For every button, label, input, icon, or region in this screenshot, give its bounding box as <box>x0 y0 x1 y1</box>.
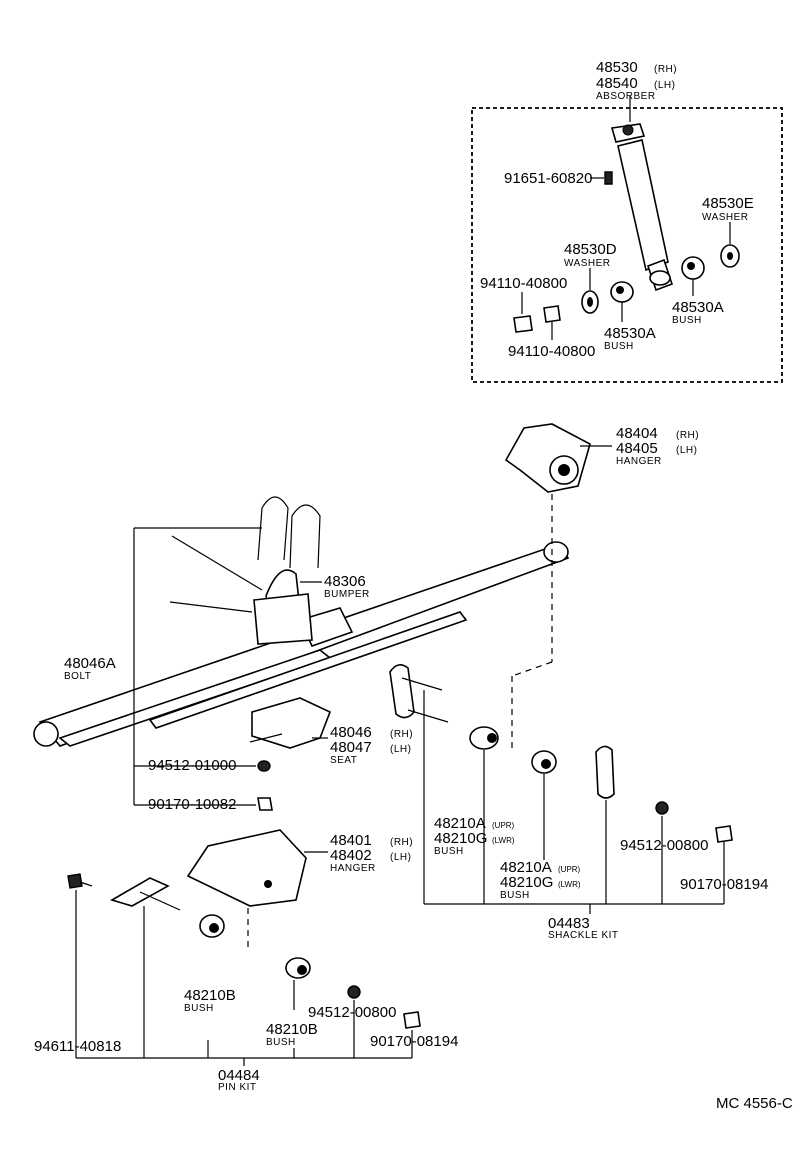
bolt-94611-icon <box>67 873 93 889</box>
leaf-spring <box>33 541 570 747</box>
label-48540-side: (LH) <box>654 80 675 91</box>
washer-48530E-icon <box>720 222 740 268</box>
bush-48210A-b-icon <box>531 750 557 774</box>
label-90170-08194-left: 90170-08194 <box>370 1033 458 1050</box>
bush-48530A-right-icon <box>681 256 705 296</box>
part-labels: 48530 (RH) 48540 (LH) ABSORBER 91651-608… <box>34 59 793 1112</box>
label-94512-00800-right: 94512-00800 <box>620 837 708 854</box>
washer-94512-00800-right-icon <box>655 801 669 815</box>
nut-90170-10082-icon <box>257 797 273 811</box>
leader-lines <box>75 445 725 1066</box>
label-shackle-kit: SHACKLE KIT <box>548 930 619 941</box>
hanger-48401-icon <box>186 829 307 907</box>
label-48210B-b: 48210B <box>266 1021 318 1038</box>
label-04484: 04484 <box>218 1067 260 1084</box>
label-48540: 48540 <box>596 75 638 92</box>
absorber-group-box <box>471 107 783 383</box>
pin-plate-icon <box>109 877 181 911</box>
label-94512-01000: 94512-01000 <box>148 757 236 774</box>
label-48210G-b-note: (LWR) <box>558 880 581 889</box>
label-48210A-b: 48210A <box>500 859 552 876</box>
label-48404-side: (RH) <box>676 430 699 441</box>
bush-48210A-a-icon <box>469 726 499 750</box>
hanger-48404-icon <box>504 423 591 493</box>
label-48306: 48306 <box>324 573 366 590</box>
label-48210G-b: 48210G <box>500 874 553 891</box>
nut-94110-a-icon <box>513 292 533 333</box>
shackle-plate-b-icon <box>595 745 615 799</box>
label-48210B-a: 48210B <box>184 987 236 1004</box>
bolt-91651-icon <box>590 171 613 185</box>
washer-48530D-icon <box>581 268 599 314</box>
label-48210A-a: 48210A <box>434 815 486 832</box>
label-94512-00800-left: 94512-00800 <box>308 1004 396 1021</box>
label-48530E-name: WASHER <box>702 212 749 223</box>
label-hanger-front: HANGER <box>616 456 662 467</box>
label-48046: 48046 <box>330 724 372 741</box>
bush-48530A-left-icon <box>610 281 634 322</box>
shackle-plate-a-icon <box>389 664 449 723</box>
label-48404: 48404 <box>616 425 658 442</box>
label-48046A: 48046A <box>64 655 116 672</box>
label-48210B-a-name: BUSH <box>184 1003 214 1014</box>
label-48210A-a-note: (UPR) <box>492 821 515 830</box>
label-48047-side: (LH) <box>390 744 411 755</box>
label-04483: 04483 <box>548 915 590 932</box>
shock-absorber <box>610 96 674 292</box>
label-48530E: 48530E <box>702 195 754 212</box>
label-48210G-a: 48210G <box>434 830 487 847</box>
label-48401-side: (RH) <box>390 837 413 848</box>
label-48402-side: (LH) <box>390 852 411 863</box>
label-94611-40818: 94611-40818 <box>34 1038 121 1055</box>
label-absorber: ABSORBER <box>596 91 656 102</box>
label-48530A-right-name: BUSH <box>672 315 702 326</box>
label-48401: 48401 <box>330 832 372 849</box>
bush-48210B-a-icon <box>199 914 225 938</box>
label-48530D-name: WASHER <box>564 258 611 269</box>
seat-48046-icon <box>249 697 332 749</box>
nut-90170-08194-left-icon <box>403 1011 421 1029</box>
bush-48210B-b-icon <box>285 957 311 979</box>
label-48530: 48530 <box>596 59 638 76</box>
label-48405-side: (LH) <box>676 445 697 456</box>
nut-90170-08194-right-icon <box>715 825 733 843</box>
label-94110-b: 94110-40800 <box>508 343 595 360</box>
label-91651: 91651-60820 <box>504 170 592 187</box>
label-diagram-code: MC 4556-C <box>716 1095 793 1112</box>
bumper-48306-icon <box>253 569 313 645</box>
nut-94110-b-icon <box>543 305 561 340</box>
label-94110-a: 94110-40800 <box>480 275 567 292</box>
label-48210G-a-note: (LWR) <box>492 836 515 845</box>
label-48530A-left: 48530A <box>604 325 656 342</box>
label-48210B-b-name: BUSH <box>266 1037 296 1048</box>
u-bolts <box>257 496 321 569</box>
label-seat: SEAT <box>330 755 357 766</box>
label-48530A-right: 48530A <box>672 299 724 316</box>
label-48047: 48047 <box>330 739 372 756</box>
washer-94512-00800-left-icon <box>347 985 361 999</box>
label-pin-kit: PIN KIT <box>218 1082 257 1093</box>
label-48530-side: (RH) <box>654 64 677 75</box>
label-48405: 48405 <box>616 440 658 457</box>
label-48530A-left-name: BUSH <box>604 341 634 352</box>
washer-94512-01000-icon <box>257 760 271 772</box>
label-hanger-rear: HANGER <box>330 863 376 874</box>
label-48046-side: (RH) <box>390 729 413 740</box>
label-48530D: 48530D <box>564 241 617 258</box>
label-48402: 48402 <box>330 847 372 864</box>
label-bush-b: BUSH <box>500 890 530 901</box>
label-48210A-b-note: (UPR) <box>558 865 581 874</box>
label-90170-08194-right: 90170-08194 <box>680 876 768 893</box>
label-bolt: BOLT <box>64 671 91 682</box>
label-bush-a: BUSH <box>434 846 464 857</box>
label-bumper: BUMPER <box>324 589 370 600</box>
label-90170-10082: 90170-10082 <box>148 796 236 813</box>
